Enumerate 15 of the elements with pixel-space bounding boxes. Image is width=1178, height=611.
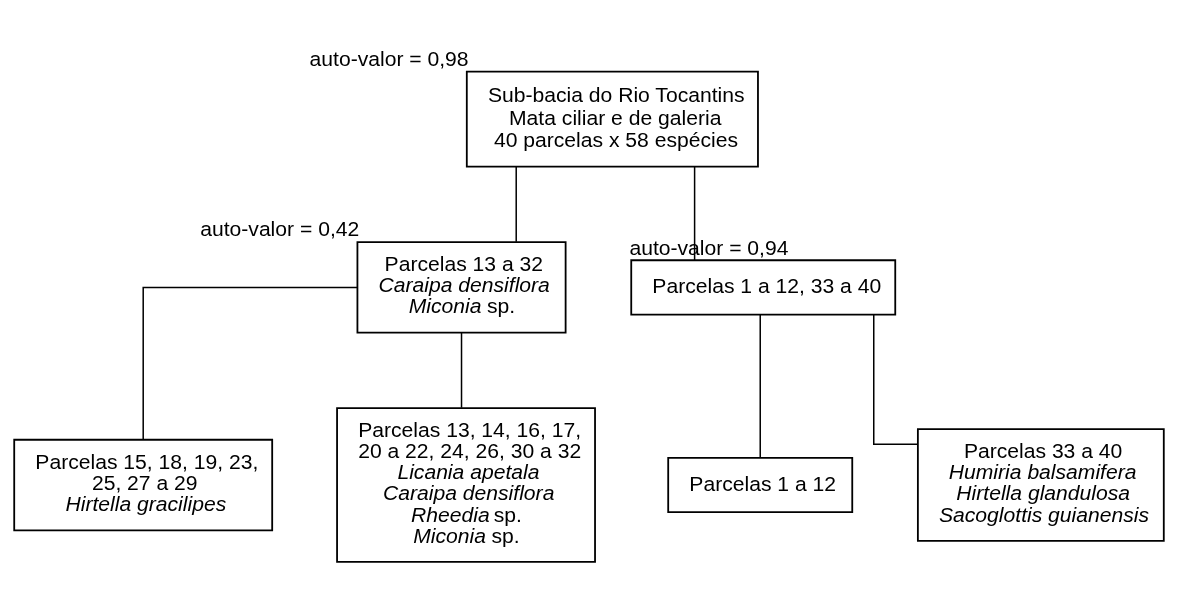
node-box: Parcelas 33 a 40 Humiria balsamifera Hirtella glandulosa Sacoglottis guianensis — [916, 428, 1165, 542]
connector — [515, 166, 517, 243]
connector — [873, 313, 919, 446]
connector — [142, 286, 359, 441]
connector — [460, 331, 463, 409]
connector — [759, 314, 761, 459]
node-box: Parcelas 13 a 32 Caraipa densiflora Miconia sp. — [356, 241, 567, 334]
node-box: Parcelas 1 a 12, 33 a 40 — [630, 259, 897, 316]
node-box: Parcelas 1 a 12 — [667, 456, 854, 514]
node-box: Parcelas 13, 14, 16, 17, 20 a 22, 24, 26, 30 a 32 Licania apetala Caraipa densiflora Rheedia sp. Miconia sp. — [336, 407, 596, 563]
connector — [693, 166, 696, 261]
node-label: auto-valor = 0,98 — [309, 46, 469, 70]
node-label: auto-valor = 0,42 — [200, 217, 360, 241]
node-box: Sub-bacia do Rio Tocantins Mata ciliar e de galeria 40 parcelas x 58 espécies — [465, 70, 759, 168]
node-box: Parcelas 15, 18, 19, 23, 25, 27 a 29 Hirtella gracilipes — [13, 438, 274, 532]
